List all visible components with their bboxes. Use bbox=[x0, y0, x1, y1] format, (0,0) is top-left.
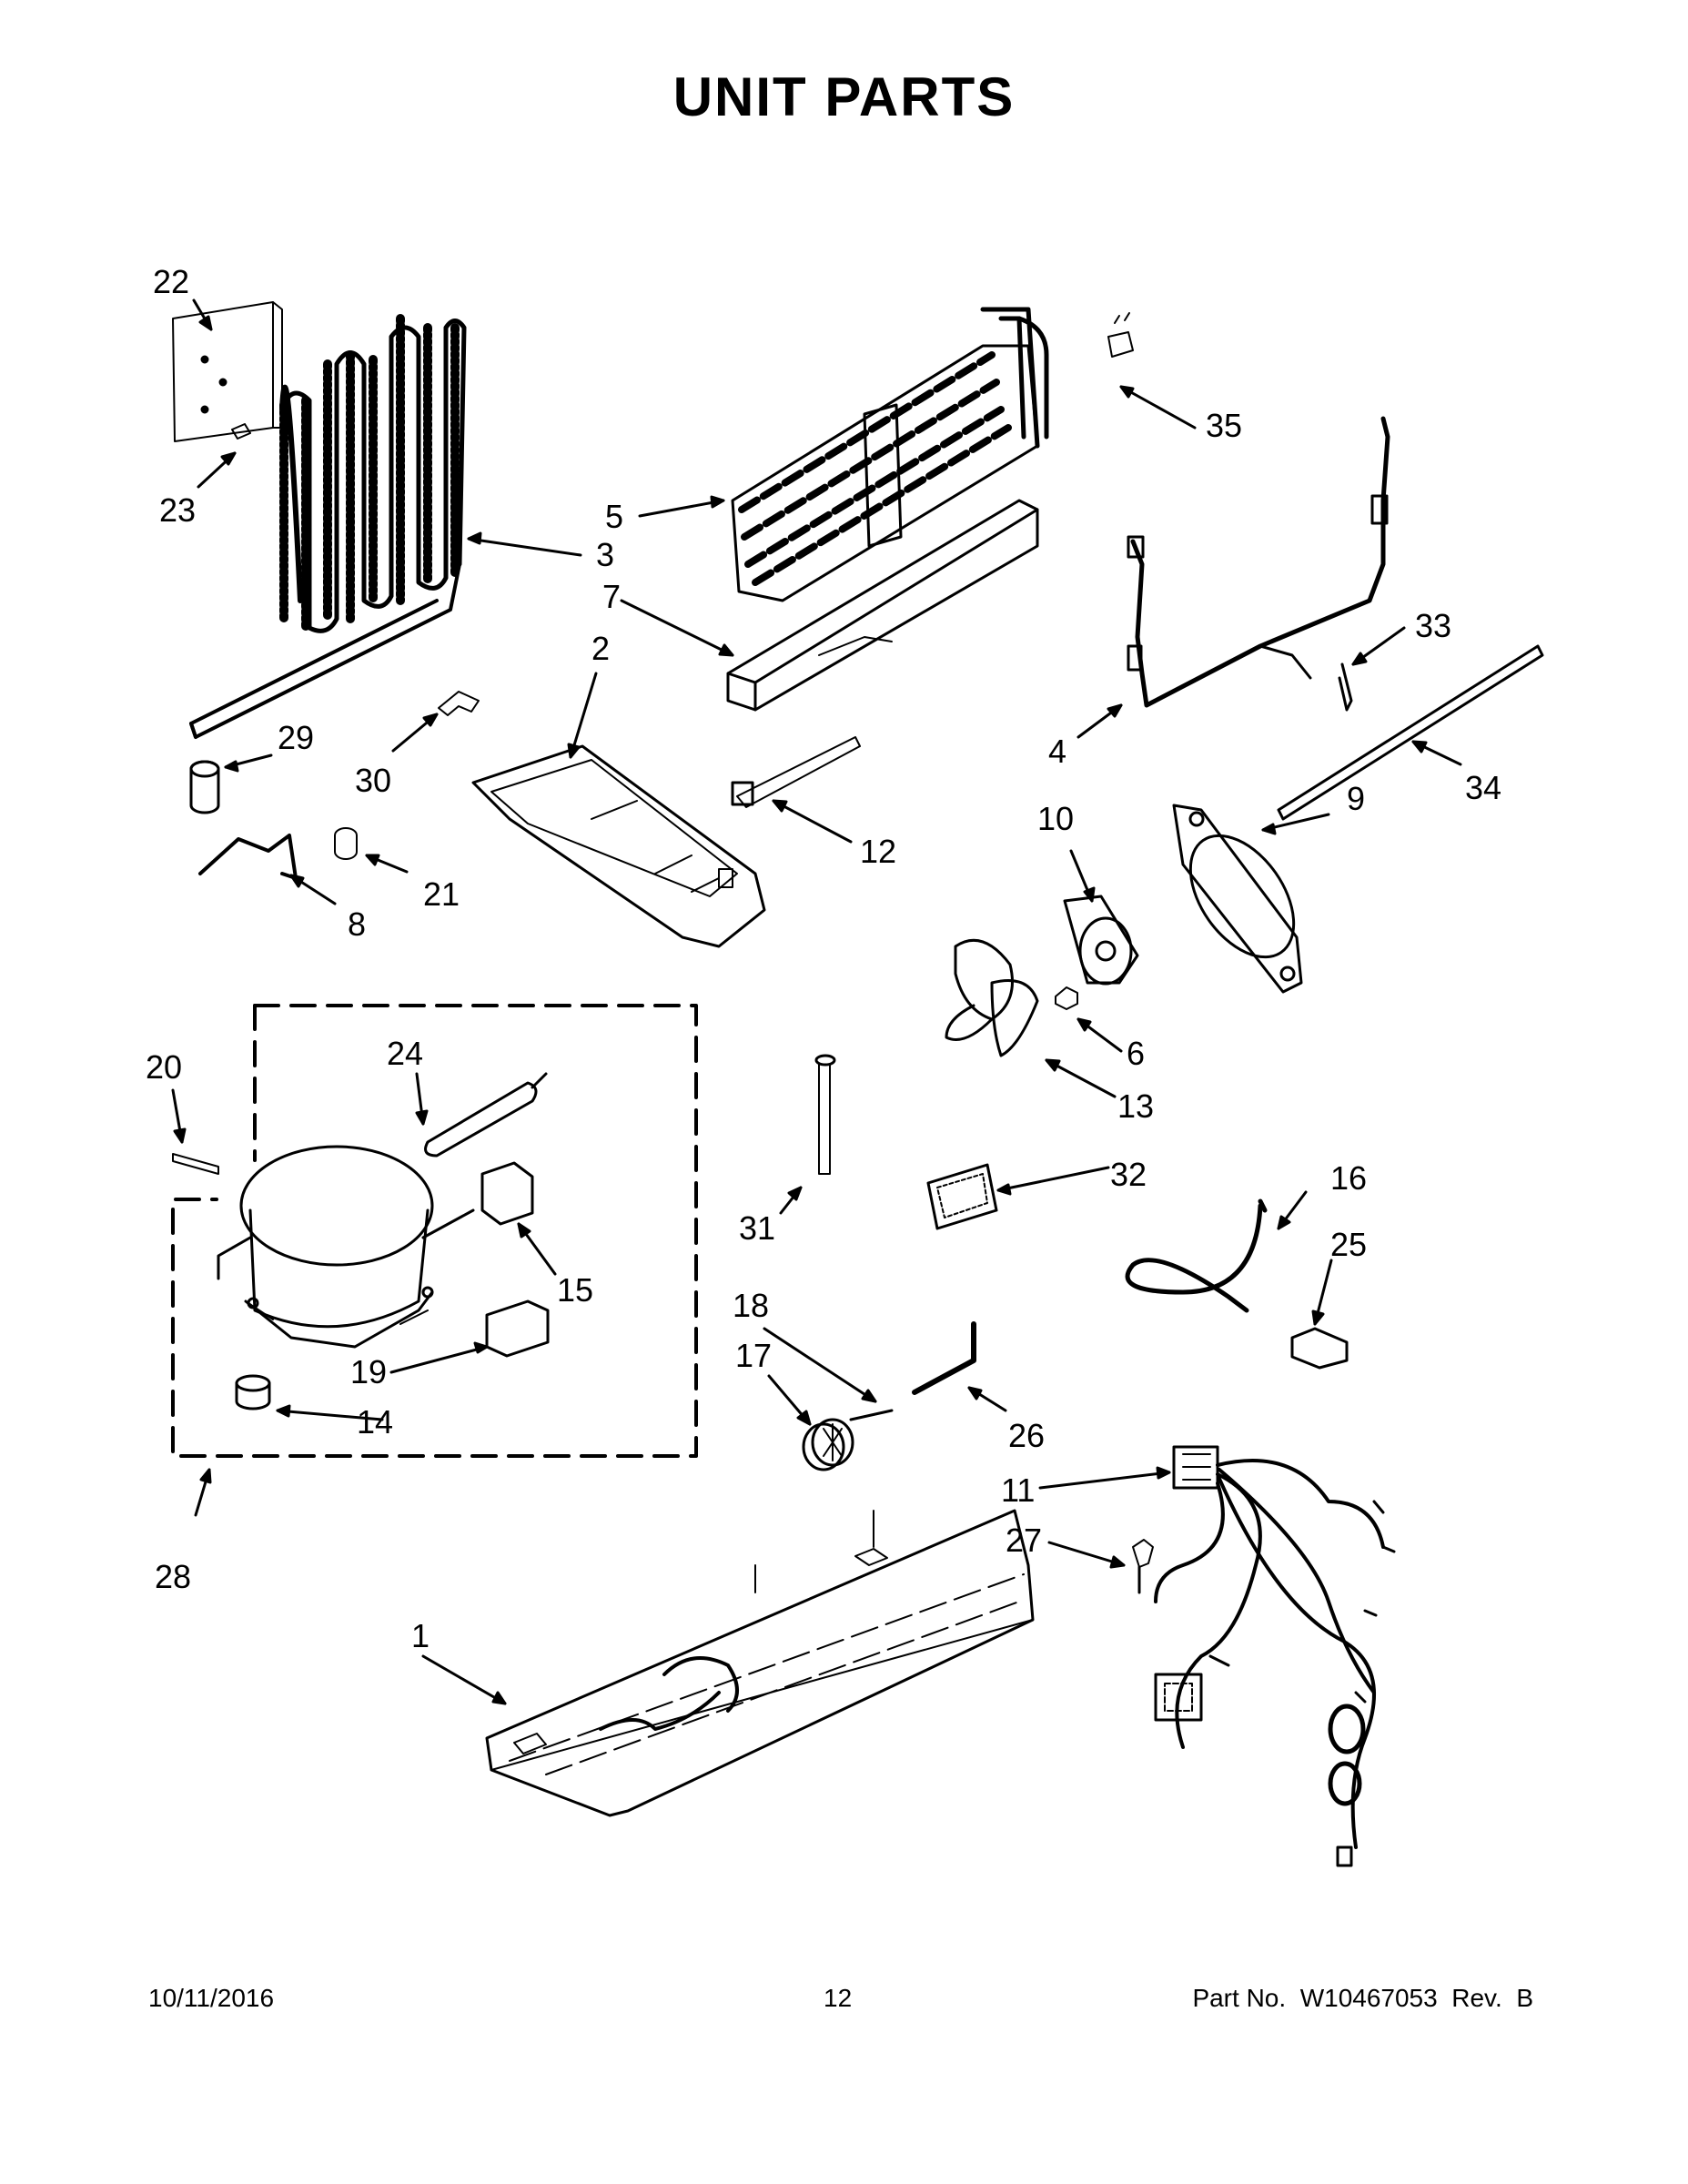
callout-33: 33 bbox=[1415, 607, 1451, 644]
callout-5: 5 bbox=[605, 498, 623, 535]
callout-13: 13 bbox=[1117, 1087, 1154, 1125]
callout-29: 29 bbox=[278, 719, 314, 756]
callout-20: 20 bbox=[146, 1048, 182, 1086]
callout-16: 16 bbox=[1330, 1159, 1367, 1197]
footer-date: 10/11/2016 bbox=[148, 1984, 275, 2012]
callout-26: 26 bbox=[1008, 1417, 1045, 1454]
callout-27: 27 bbox=[1006, 1522, 1042, 1559]
footer-page-number: 12 bbox=[824, 1984, 853, 2012]
strap bbox=[172, 1153, 219, 1175]
callout-9: 9 bbox=[1347, 780, 1365, 817]
callout-22: 22 bbox=[153, 263, 189, 300]
callout-14: 14 bbox=[357, 1403, 393, 1441]
wiring-harness bbox=[1132, 1445, 1396, 1867]
page-title: UNIT PARTS bbox=[672, 66, 1016, 127]
condenser-coil bbox=[172, 301, 467, 739]
callout-28: 28 bbox=[155, 1558, 191, 1595]
callout-11: 11 bbox=[1001, 1471, 1035, 1509]
callout-1: 1 bbox=[411, 1617, 430, 1654]
callout-7: 7 bbox=[602, 578, 621, 615]
callout-4: 4 bbox=[1048, 733, 1066, 770]
evaporator-coil bbox=[726, 307, 1049, 712]
callout-10: 10 bbox=[1037, 800, 1074, 837]
callout-21: 21 bbox=[423, 875, 460, 913]
tubing-and-clamp bbox=[1125, 1198, 1349, 1370]
base-plate bbox=[485, 1509, 1035, 1817]
tube-and-pad bbox=[814, 1054, 998, 1230]
cable-tie bbox=[731, 736, 861, 808]
leader-arrows bbox=[171, 298, 1462, 1705]
callout-6: 6 bbox=[1127, 1035, 1145, 1072]
callout-18: 18 bbox=[733, 1287, 769, 1324]
callout-32: 32 bbox=[1110, 1156, 1147, 1193]
roller-parts bbox=[802, 1321, 976, 1471]
callout-25: 25 bbox=[1330, 1226, 1367, 1263]
drain-pan bbox=[471, 744, 766, 948]
callout-34: 34 bbox=[1465, 769, 1501, 806]
footer-part-number: Part No. W10467053 Rev. B bbox=[1192, 1984, 1533, 2012]
compressor-assembly bbox=[171, 1004, 698, 1458]
callout-labels: 1 2 3 4 5 6 7 8 9 10 11 12 13 14 15 16 1… bbox=[146, 263, 1501, 1654]
fan-assembly bbox=[945, 804, 1303, 1057]
callout-19: 19 bbox=[350, 1353, 387, 1390]
callout-8: 8 bbox=[348, 905, 366, 943]
callout-3: 3 bbox=[596, 536, 614, 573]
callout-31: 31 bbox=[739, 1209, 775, 1247]
callout-17: 17 bbox=[735, 1337, 772, 1374]
callout-24: 24 bbox=[387, 1035, 423, 1072]
callout-30: 30 bbox=[355, 762, 391, 799]
callout-12: 12 bbox=[860, 833, 896, 870]
callout-15: 15 bbox=[557, 1271, 593, 1309]
callout-2: 2 bbox=[591, 630, 610, 667]
sensor-harness bbox=[1107, 312, 1544, 821]
callout-23: 23 bbox=[159, 491, 196, 529]
callout-35: 35 bbox=[1206, 407, 1242, 444]
